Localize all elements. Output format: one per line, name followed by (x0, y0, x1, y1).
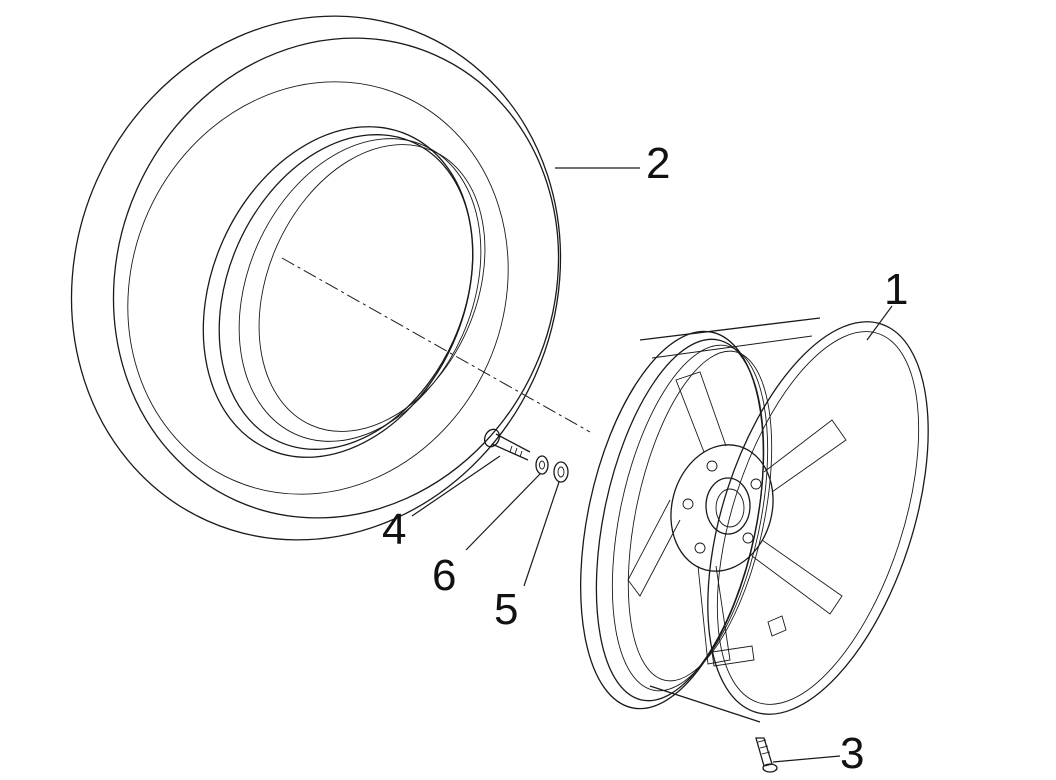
rim-spoke (675, 371, 727, 453)
rim-front-flange-mid (595, 338, 765, 702)
callout-washer-large: 5 (494, 585, 519, 634)
rim-bolt-hole (706, 460, 718, 472)
valve-thread (757, 739, 767, 743)
valve (755, 737, 778, 773)
rim-barrel-top (639, 317, 821, 341)
valve-cap (762, 763, 778, 773)
tire-bead-outer (202, 126, 474, 458)
bolt-thread (514, 447, 518, 455)
leader-line-rim (866, 305, 893, 341)
rim-pad (711, 645, 755, 667)
callout-tire: 2 (646, 139, 671, 188)
tire-inner-far-edge-2 (258, 144, 486, 432)
bolt-head (483, 428, 501, 448)
tire-sidewall-line (127, 81, 509, 495)
washer-small (535, 455, 549, 475)
wheel-axis-centerline (281, 257, 591, 433)
leader-line-washer-small (465, 473, 541, 551)
rim-bolt-hole (750, 478, 762, 490)
valve-thread (761, 751, 771, 755)
rim-bolt-hole (694, 542, 706, 554)
callout-rim: 1 (884, 265, 909, 314)
leader-line-bolt (411, 455, 501, 517)
washer-large-outer (553, 461, 569, 483)
callout-bolt: 4 (382, 505, 407, 554)
bolt-thread (509, 445, 513, 453)
tire (70, 15, 562, 541)
bolt-thread (519, 450, 523, 458)
rim-back-flange-outer (707, 321, 929, 715)
washer-small-inner (539, 460, 545, 470)
rim-barrel-bottom (649, 685, 761, 723)
rim-spoke (697, 565, 731, 665)
callout-washer-small: 6 (432, 551, 457, 600)
callout-valve: 3 (840, 729, 865, 778)
rim-spoke (763, 419, 847, 493)
rim-hub-bore-outer (705, 477, 751, 535)
leader-lines (411, 167, 893, 763)
rim-spoke (627, 499, 681, 597)
tire-outer-edge (70, 15, 562, 541)
tire-inner-far-edge (238, 138, 482, 442)
rim-front-flange-inner (611, 344, 769, 692)
leader-line-valve (772, 755, 841, 763)
rim-hub-flange (670, 444, 774, 572)
rim-bolt-hole (682, 498, 694, 510)
tire-tread-edge (112, 37, 560, 519)
washer-large (553, 461, 569, 483)
rim-hub-bore-inner (715, 488, 745, 528)
tire-bead-inner (218, 134, 474, 450)
leader-line-washer-large (523, 481, 560, 587)
rim-bolt-hole (742, 532, 754, 544)
valve-thread (759, 745, 769, 749)
washer-large-inner (557, 466, 565, 478)
rim (580, 317, 929, 723)
rim-pad (767, 615, 787, 637)
bolt (483, 428, 531, 461)
rim-spoke (751, 539, 843, 615)
rim-bead-seat (627, 350, 773, 682)
washer-small-outer (535, 455, 549, 475)
